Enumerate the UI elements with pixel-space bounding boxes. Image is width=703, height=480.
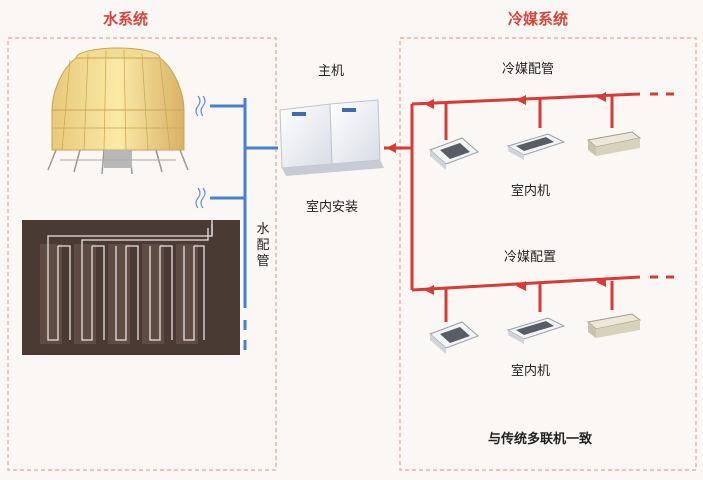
refrigerant-section-border xyxy=(399,37,697,471)
host-label: 主机 xyxy=(318,64,345,79)
cassette-indoor-unit-icon xyxy=(429,321,479,354)
refrigerant-pipe-label-bottom: 冷媒配置 xyxy=(504,250,557,265)
refrigerant-pipe-label-top: 冷媒配管 xyxy=(502,62,555,77)
water-system-title: 水系统 xyxy=(103,10,149,28)
water-section-border xyxy=(7,37,277,471)
ground-loop-panel xyxy=(22,220,240,355)
refrigerant-pipe-dash xyxy=(650,92,674,279)
refrigerant-pipe xyxy=(384,92,641,322)
indoor-unit-label-bottom: 室内机 xyxy=(511,364,551,379)
water-pipe xyxy=(210,98,278,350)
refrigerant-system-title: 冷媒系统 xyxy=(508,10,569,28)
duct-indoor-unit-icon xyxy=(586,131,642,156)
indoor-install-label: 室内安装 xyxy=(306,200,359,215)
cassette-indoor-unit-icon xyxy=(429,137,479,170)
host-unit-icon xyxy=(279,99,384,176)
cooling-tower-icon xyxy=(47,47,189,175)
duct-indoor-unit-icon xyxy=(586,313,642,338)
compatibility-note: 与传统多联机一致 xyxy=(488,432,593,447)
cassette-indoor-unit-icon xyxy=(506,317,566,344)
water-pipe-label: 水配管 xyxy=(256,222,270,269)
cassette-indoor-unit-icon xyxy=(506,133,566,160)
wave-icon xyxy=(195,95,206,209)
flow-arrow-icon xyxy=(386,92,606,295)
indoor-unit-label-top: 室内机 xyxy=(511,184,551,199)
